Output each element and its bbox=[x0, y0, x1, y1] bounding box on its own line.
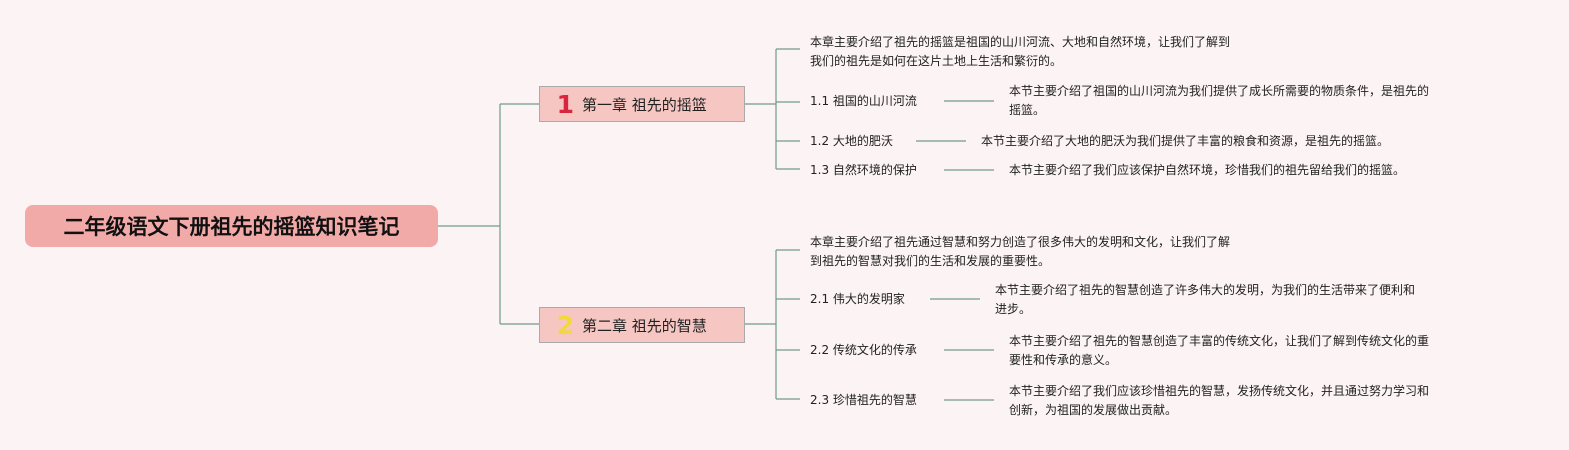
chapter-1-title: 第一章 祖先的摇篮 bbox=[582, 95, 707, 114]
section-1-2-label[interactable]: 1.2 大地的肥沃 bbox=[810, 134, 893, 148]
section-1-3-desc[interactable]: 本节主要介绍了我们应该保护自然环境，珍惜我们的祖先留给我们的摇篮。 bbox=[1009, 161, 1405, 180]
chapter-1-summary-line1: 本章主要介绍了祖先的摇篮是祖国的山川河流、大地和自然环境，让我们了解到 bbox=[810, 35, 1231, 49]
section-1-1-desc-line1: 本节主要介绍了祖国的山川河流为我们提供了成长所需要的物质条件，是祖先的 bbox=[1009, 84, 1430, 98]
chapter-2-summary[interactable]: 本章主要介绍了祖先通过智慧和努力创造了很多伟大的发明和文化，让我们了解 到祖先的… bbox=[810, 233, 1230, 271]
section-2-2-desc-line2: 要性和传承的意义。 bbox=[1009, 353, 1118, 367]
root-node[interactable]: 二年级语文下册祖先的摇篮知识笔记 bbox=[25, 205, 438, 247]
section-2-1-desc-line1: 本节主要介绍了祖先的智慧创造了许多伟大的发明，为我们的生活带来了便利和 bbox=[995, 283, 1416, 297]
chapter-2-summary-line2: 到祖先的智慧对我们的生活和发展的重要性。 bbox=[810, 254, 1051, 268]
chapter-1-summary[interactable]: 本章主要介绍了祖先的摇篮是祖国的山川河流、大地和自然环境，让我们了解到 我们的祖… bbox=[810, 33, 1230, 71]
chapter-1-summary-line2: 我们的祖先是如何在这片土地上生活和繁衍的。 bbox=[810, 54, 1063, 68]
chapter-number-1: 1 bbox=[556, 89, 574, 119]
section-1-3-label[interactable]: 1.3 自然环境的保护 bbox=[810, 163, 917, 177]
root-title: 二年级语文下册祖先的摇篮知识笔记 bbox=[63, 215, 400, 239]
section-2-2-desc[interactable]: 本节主要介绍了祖先的智慧创造了丰富的传统文化，让我们了解到传统文化的重 要性和传… bbox=[1009, 332, 1429, 370]
section-2-1-desc-line2: 进步。 bbox=[995, 302, 1032, 316]
chapter-number-2: 2 bbox=[556, 310, 574, 340]
chapter-1-node[interactable]: 1 第一章 祖先的摇篮 bbox=[539, 86, 745, 122]
section-2-2-desc-line1: 本节主要介绍了祖先的智慧创造了丰富的传统文化，让我们了解到传统文化的重 bbox=[1009, 334, 1430, 348]
section-1-1-desc[interactable]: 本节主要介绍了祖国的山川河流为我们提供了成长所需要的物质条件，是祖先的 摇篮。 bbox=[1009, 82, 1429, 120]
chapter-2-summary-line1: 本章主要介绍了祖先通过智慧和努力创造了很多伟大的发明和文化，让我们了解 bbox=[810, 235, 1231, 249]
chapter-2-node[interactable]: 2 第二章 祖先的智慧 bbox=[539, 307, 745, 343]
section-1-1-desc-line2: 摇篮。 bbox=[1009, 103, 1046, 117]
section-2-3-label[interactable]: 2.3 珍惜祖先的智慧 bbox=[810, 393, 917, 407]
section-2-2-label[interactable]: 2.2 传统文化的传承 bbox=[810, 343, 917, 357]
section-2-1-label[interactable]: 2.1 伟大的发明家 bbox=[810, 292, 905, 306]
chapter-2-title: 第二章 祖先的智慧 bbox=[582, 316, 707, 335]
section-1-3-desc-line1: 本节主要介绍了我们应该保护自然环境，珍惜我们的祖先留给我们的摇篮。 bbox=[1009, 163, 1406, 177]
section-1-2-desc[interactable]: 本节主要介绍了大地的肥沃为我们提供了丰富的粮食和资源，是祖先的摇篮。 bbox=[981, 132, 1389, 151]
section-2-1-desc[interactable]: 本节主要介绍了祖先的智慧创造了许多伟大的发明，为我们的生活带来了便利和 进步。 bbox=[995, 281, 1415, 319]
section-2-3-desc-line2: 创新，为祖国的发展做出贡献。 bbox=[1009, 403, 1178, 417]
section-2-3-desc-line1: 本节主要介绍了我们应该珍惜祖先的智慧，发扬传统文化，并且通过努力学习和 bbox=[1009, 384, 1430, 398]
section-2-3-desc[interactable]: 本节主要介绍了我们应该珍惜祖先的智慧，发扬传统文化，并且通过努力学习和 创新，为… bbox=[1009, 382, 1429, 420]
section-1-2-desc-line1: 本节主要介绍了大地的肥沃为我们提供了丰富的粮食和资源，是祖先的摇篮。 bbox=[981, 134, 1390, 148]
section-1-1-label[interactable]: 1.1 祖国的山川河流 bbox=[810, 94, 917, 108]
